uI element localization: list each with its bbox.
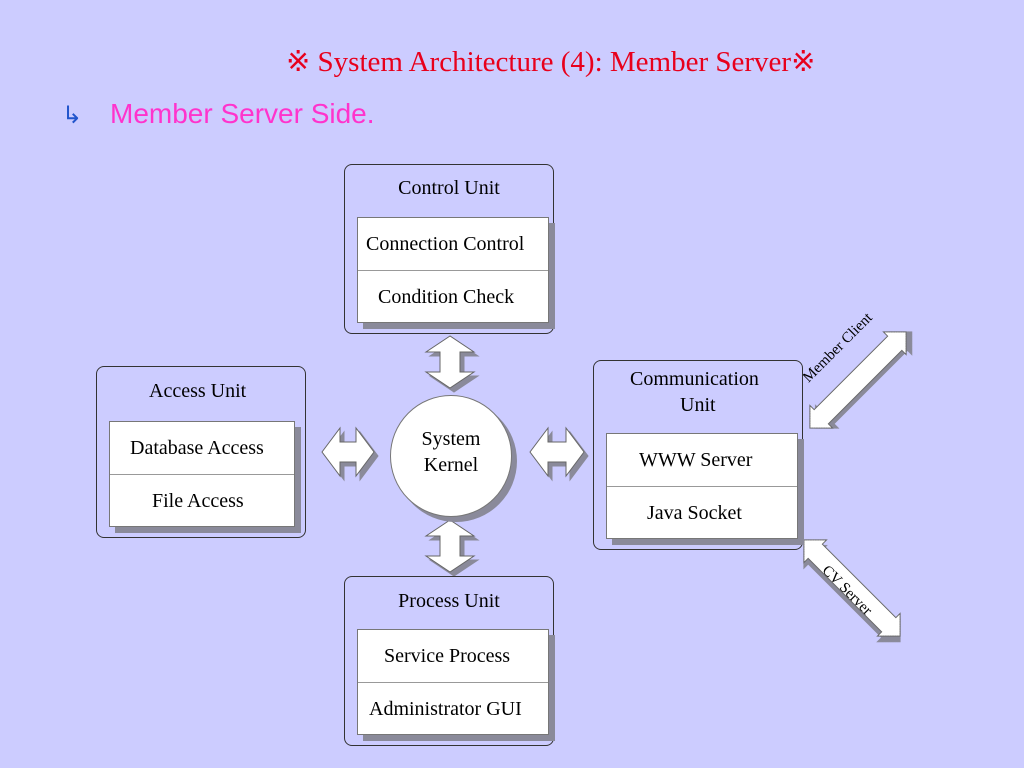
control-unit-group: Control Unit Connection Control Conditio… [344,164,554,334]
list-item: Condition Check [358,270,548,323]
list-item: File Access [110,474,294,527]
arrow-control-kernel [424,335,476,389]
communication-unit-group: Communication Unit WWW Server Java Socke… [593,360,803,550]
kernel-line1: System [421,428,481,450]
list-item: Service Process [384,645,511,667]
communication-unit-title-line1: Communication [630,368,759,390]
control-unit-title: Control Unit [398,177,500,199]
communication-unit-box: WWW Server Java Socket [606,433,798,539]
process-unit-title: Process Unit [398,590,500,612]
list-item: Connection Control [366,233,525,255]
arrow-access-kernel [321,426,375,478]
slide-title: ※ System Architecture (4): Member Server… [286,46,816,78]
arrow-kernel-process [424,519,476,573]
access-unit-group: Access Unit Database Access File Access [96,366,306,538]
list-item: WWW Server [639,449,753,471]
access-unit-title: Access Unit [149,380,247,402]
bullet-text: Member Server Side. [110,98,375,129]
process-unit-box: Service Process Administrator GUI [357,629,549,735]
control-unit-box: Connection Control Condition Check [357,217,549,323]
system-kernel: System Kernel [390,395,512,517]
communication-unit-title-line2: Unit [680,394,716,416]
arrow-member-client [809,331,907,429]
list-item: Java Socket [607,486,797,539]
list-item: Administrator GUI [358,682,548,735]
hook-arrow-icon: ↳ [62,102,83,129]
arrow-cv-server [803,539,901,637]
bullet-line: ↳ Member Server Side. [62,98,375,130]
list-item: Database Access [130,437,264,459]
arrow-kernel-communication [529,426,585,478]
process-unit-group: Process Unit Service Process Administrat… [344,576,554,746]
kernel-line2: Kernel [423,454,479,476]
access-unit-box: Database Access File Access [109,421,295,527]
